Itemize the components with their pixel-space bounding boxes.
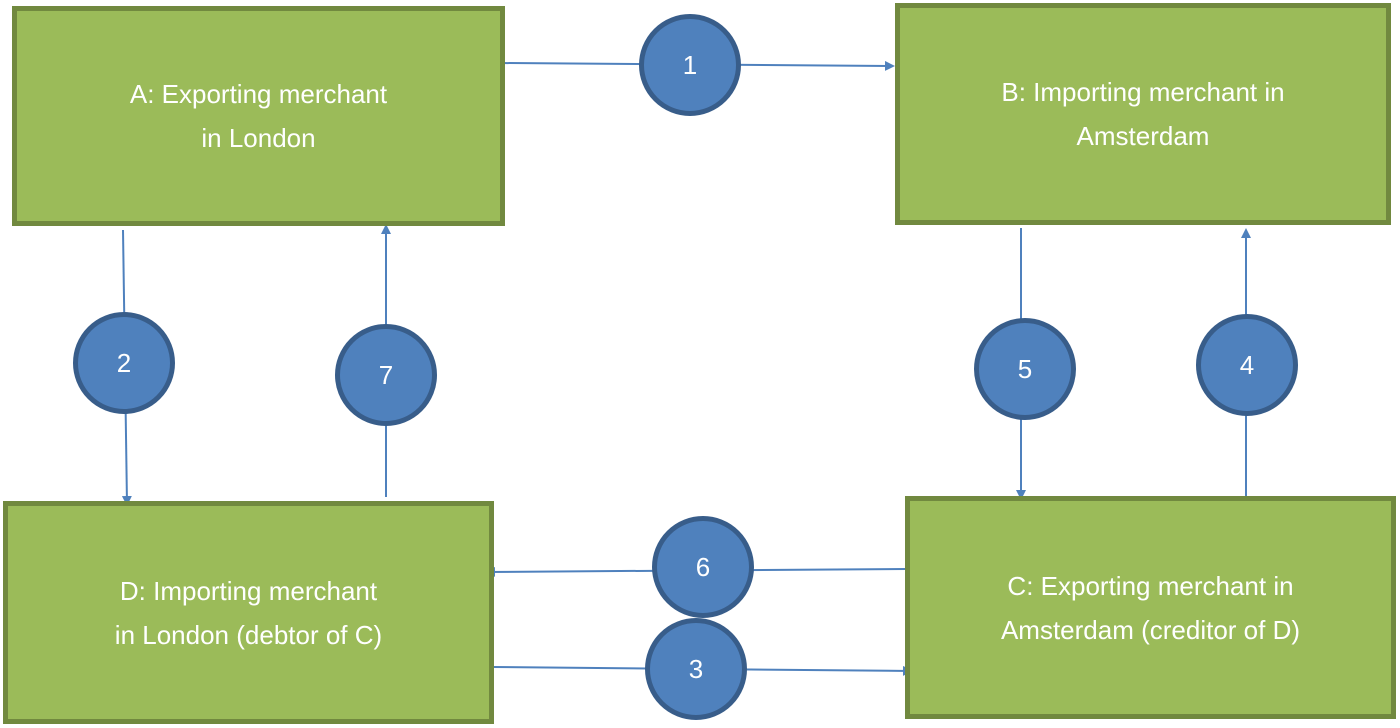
node-c-line2: Amsterdam (creditor of D) — [1000, 614, 1301, 645]
step-badge-6: 6 — [652, 516, 754, 618]
node-b-line1: B: Importing merchant in — [1001, 77, 1285, 107]
step-badge-3: 3 — [645, 618, 747, 720]
node-a-exporting-merchant-london: A: Exporting merchant in London — [12, 6, 505, 226]
node-a-line1: A: Exporting merchant — [129, 79, 388, 109]
step-badge-5: 5 — [974, 318, 1076, 420]
node-d-importing-merchant-london: D: Importing merchant in London (debtor … — [3, 501, 494, 724]
node-c-line1: C: Exporting merchant in — [1007, 570, 1294, 601]
node-d-line1: D: Importing merchant — [119, 575, 378, 606]
node-d-line2: in London (debtor of C) — [114, 619, 383, 650]
node-c-exporting-merchant-amsterdam: C: Exporting merchant in Amsterdam (cred… — [905, 496, 1396, 719]
node-b-line2: Amsterdam — [1076, 121, 1210, 151]
node-a-line2: in London — [201, 123, 316, 153]
step-badge-7: 7 — [335, 324, 437, 426]
node-b-importing-merchant-amsterdam: B: Importing merchant in Amsterdam — [895, 3, 1391, 225]
step-badge-2: 2 — [73, 312, 175, 414]
step-badge-4: 4 — [1196, 314, 1298, 416]
step-badge-1: 1 — [639, 14, 741, 116]
